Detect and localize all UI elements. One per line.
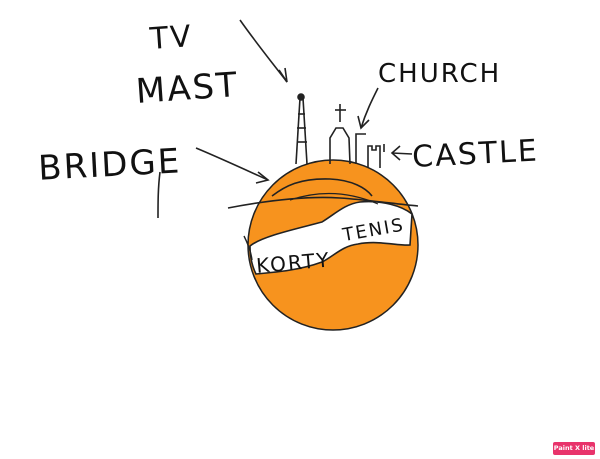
- label-mast: MAST: [135, 65, 240, 112]
- label-castle: CASTLE: [411, 133, 539, 175]
- bridge-arch: [271, 178, 373, 197]
- arrow-castle: [390, 145, 413, 161]
- arrow-bridge: [195, 147, 270, 184]
- bridge-deck: [227, 196, 419, 209]
- app-watermark-badge: Paint X lite: [553, 442, 595, 455]
- white-band: [249, 200, 413, 275]
- bridge-squiggle: [157, 171, 161, 219]
- castle-drawing: [367, 144, 385, 168]
- arrow-church: [357, 87, 379, 130]
- bridge-line: [289, 193, 379, 205]
- court-stroke: [243, 235, 253, 261]
- label-church: CHURCH: [378, 59, 501, 89]
- tv-mast-drawing: [295, 93, 308, 165]
- label-tv: TV: [148, 19, 194, 57]
- arrow-tv-mast: [239, 19, 288, 83]
- label-bridge: BRIDGE: [37, 141, 182, 188]
- church-drawing: [329, 104, 366, 165]
